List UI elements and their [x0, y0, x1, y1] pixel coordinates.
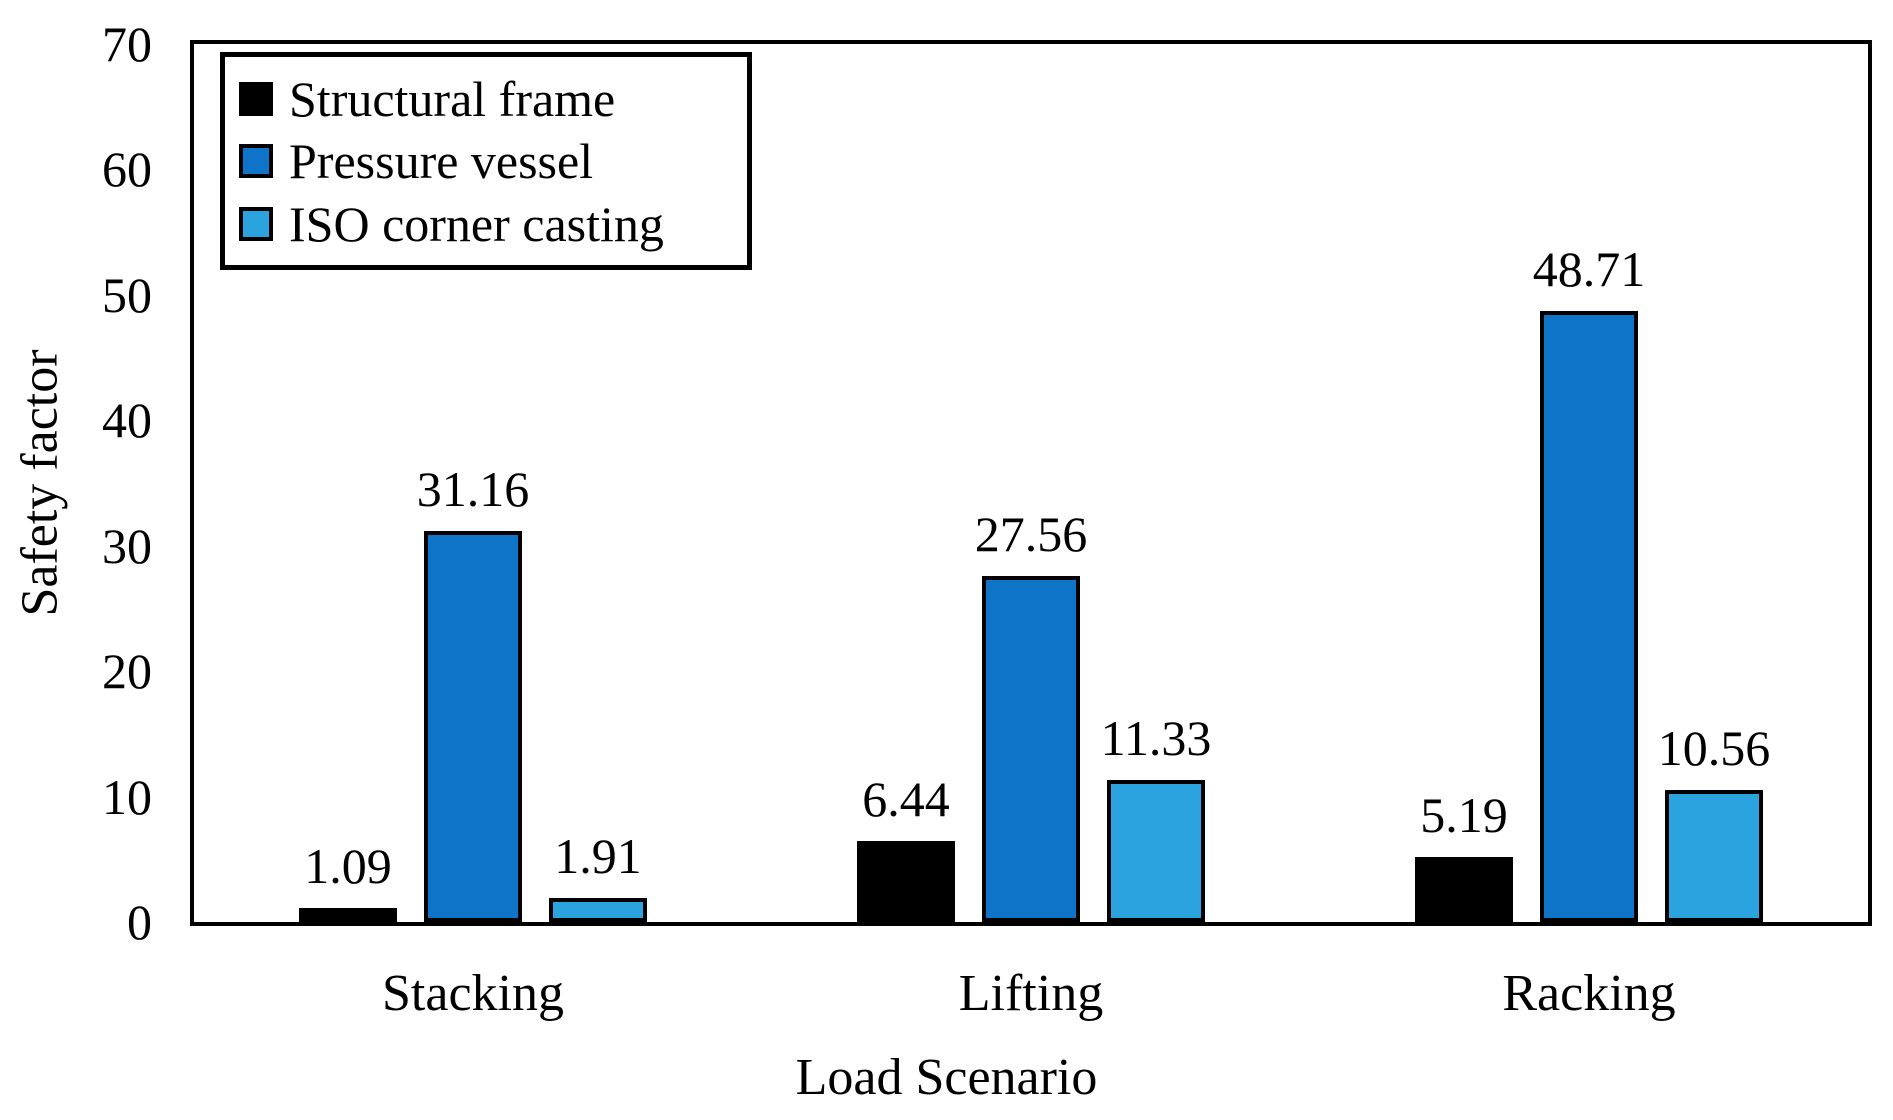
- value-label-iso-corner-casting-racking: 10.56: [1657, 719, 1771, 776]
- y-tick-label-70: 70: [102, 16, 152, 72]
- legend-swatch-icon-iso-corner-casting: [239, 206, 273, 241]
- value-label-structural-frame-racking: 5.19: [1420, 786, 1508, 843]
- bar-structural-frame-lifting: [857, 841, 955, 922]
- value-label-structural-frame-stacking: 1.09: [304, 838, 392, 895]
- bar-pressure-vessel-lifting: [982, 576, 1080, 922]
- bar-iso-corner-casting-lifting: [1107, 779, 1205, 922]
- legend-label: Pressure vessel: [289, 133, 594, 189]
- bar-structural-frame-stacking: [299, 908, 397, 922]
- x-tick-label-racking: Racking: [1502, 965, 1676, 1022]
- value-label-pressure-vessel-lifting: 27.56: [974, 506, 1088, 563]
- bar-iso-corner-casting-stacking: [549, 898, 647, 922]
- value-label-pressure-vessel-racking: 48.71: [1532, 241, 1646, 298]
- bar-structural-frame-racking: [1415, 856, 1513, 922]
- y-tick-label-10: 10: [102, 768, 152, 825]
- value-label-iso-corner-casting-lifting: 11.33: [1100, 709, 1212, 766]
- bar-pressure-vessel-stacking: [424, 531, 522, 922]
- x-axis-title: Load Scenario: [795, 1049, 1098, 1106]
- x-tick-label-lifting: Lifting: [958, 965, 1104, 1022]
- legend-swatch-icon-pressure-vessel: [239, 144, 273, 178]
- x-tick-label-stacking: Stacking: [382, 965, 564, 1022]
- legend-label: Structural frame: [289, 70, 616, 127]
- bar-pressure-vessel-racking: [1540, 311, 1638, 922]
- legend-item-pressure-vessel: Pressure vessel: [239, 136, 733, 186]
- y-tick-label-40: 40: [102, 392, 152, 449]
- bar-iso-corner-casting-racking: [1665, 789, 1763, 922]
- legend-item-iso-corner-casting: ISO corner casting: [239, 199, 733, 249]
- y-tick-label-60: 60: [102, 141, 152, 198]
- legend-item-structural-frame: Structural frame: [239, 74, 733, 124]
- y-tick-label-0: 0: [127, 894, 152, 950]
- y-tick-label-30: 30: [102, 517, 152, 574]
- y-tick-label-50: 50: [102, 266, 152, 323]
- y-tick-label-20: 20: [102, 643, 152, 700]
- legend-label: ISO corner casting: [289, 195, 664, 252]
- value-label-pressure-vessel-stacking: 31.16: [416, 461, 530, 518]
- legend-swatch-icon-structural-frame: [239, 81, 273, 116]
- value-label-structural-frame-lifting: 6.44: [862, 771, 950, 828]
- value-label-iso-corner-casting-stacking: 1.91: [554, 828, 642, 885]
